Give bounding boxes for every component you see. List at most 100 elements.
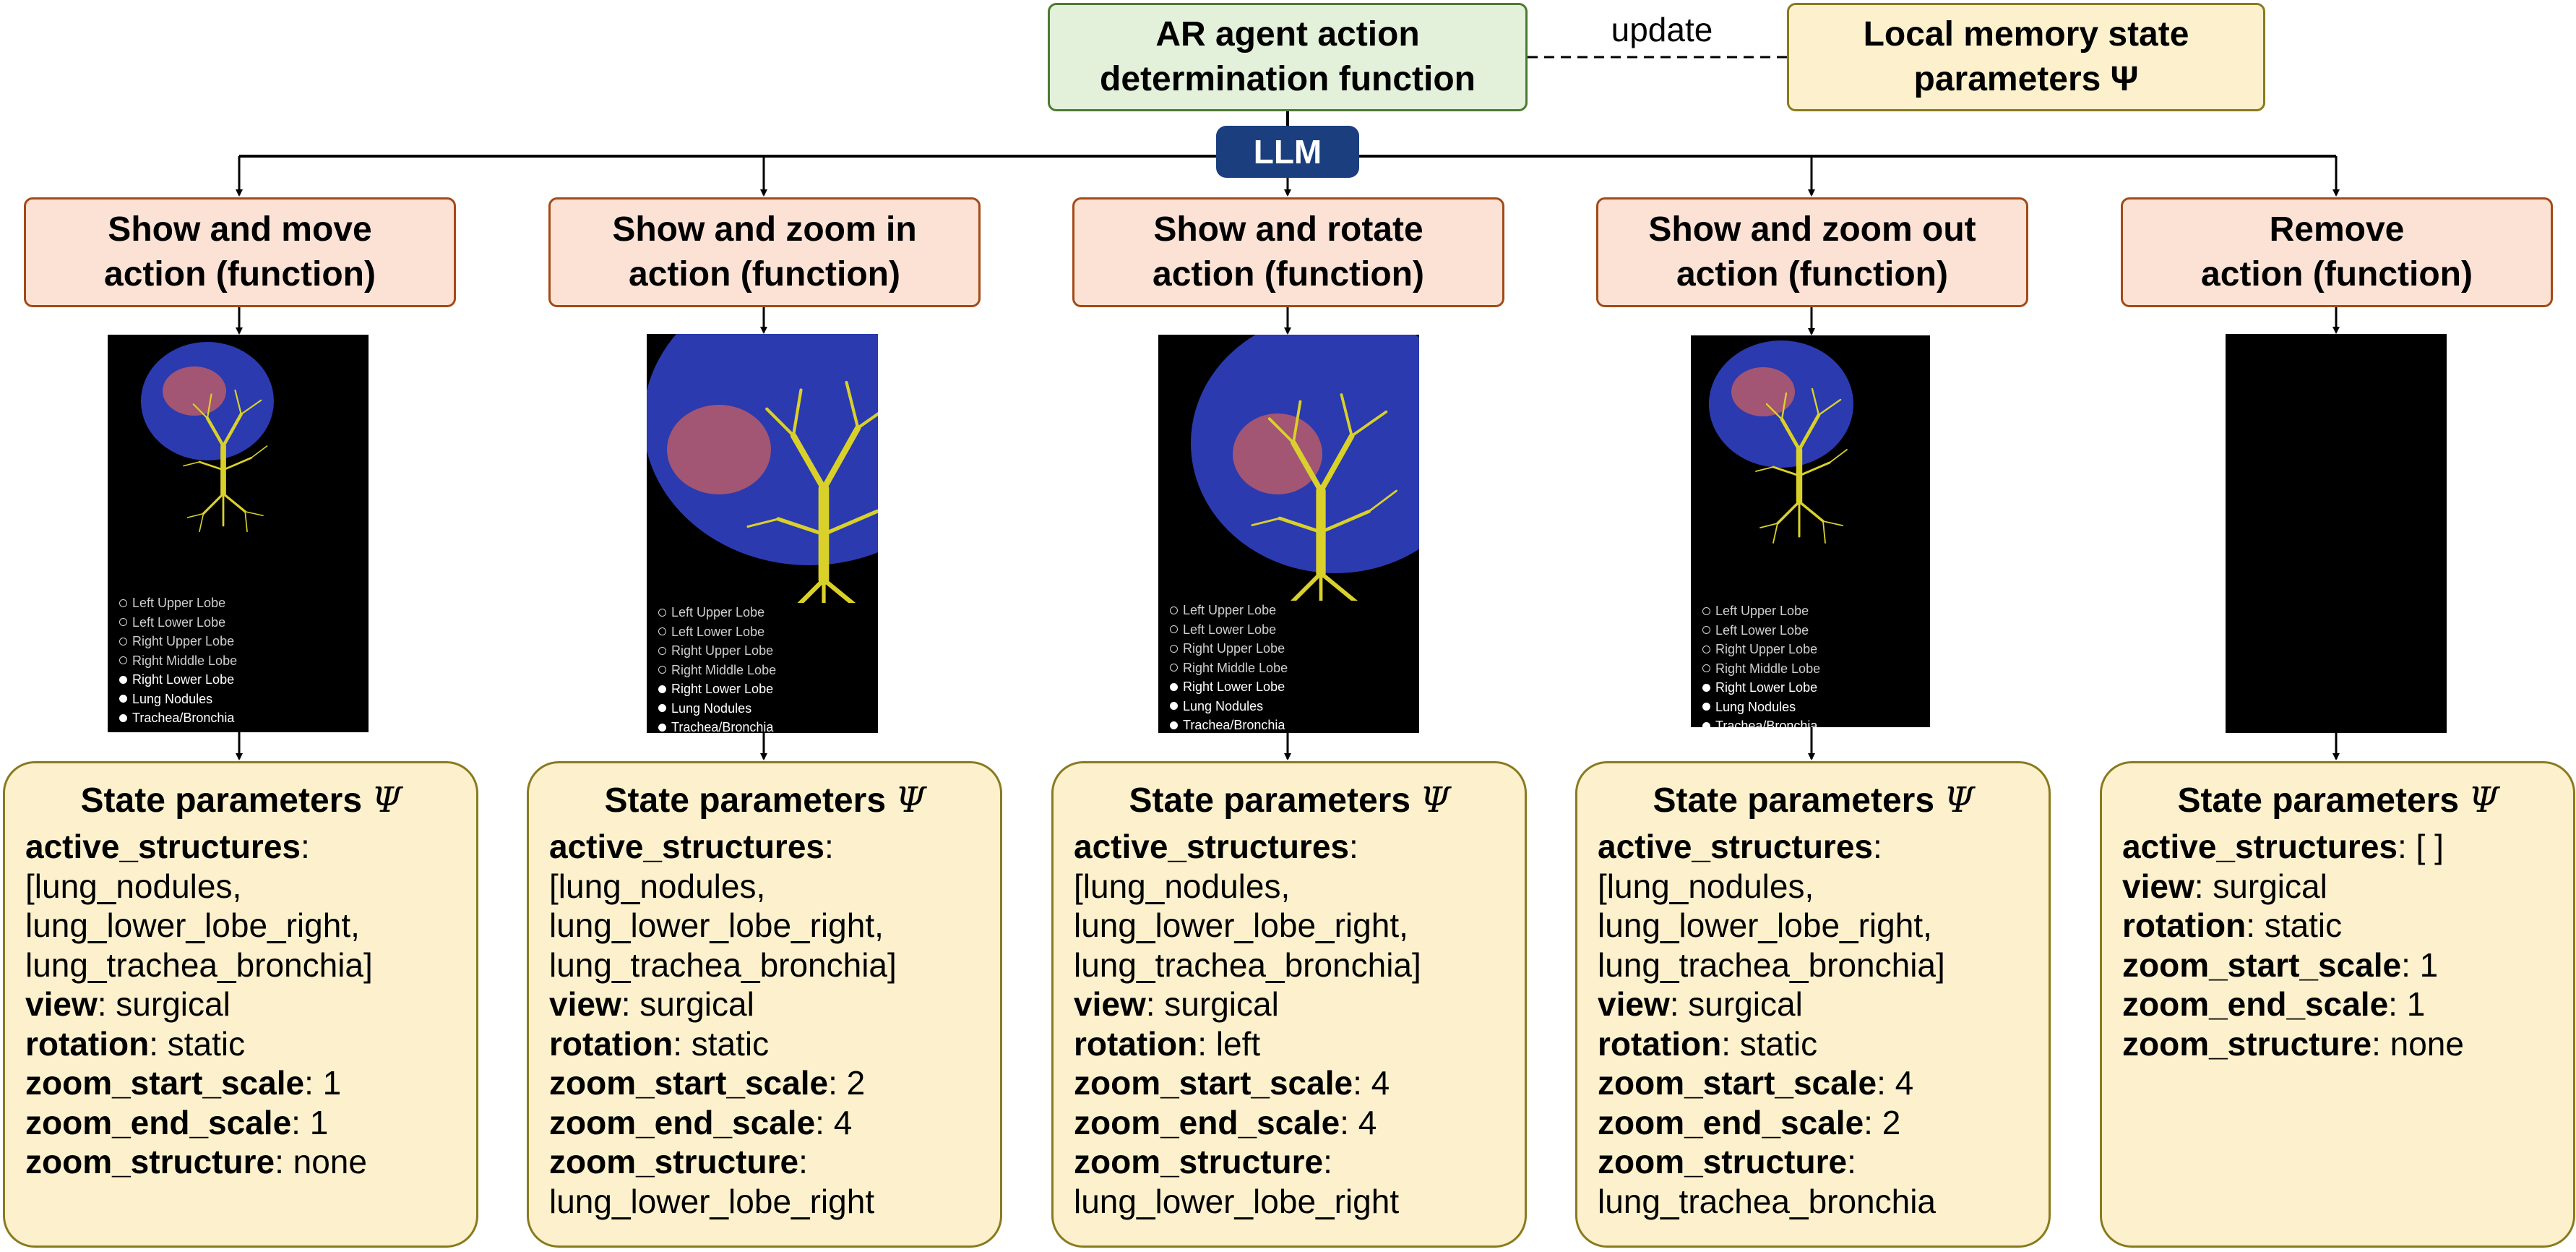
legend-item[interactable]: Right Middle Lobe xyxy=(1170,659,1288,678)
legend-item[interactable]: Lung Nodules xyxy=(658,699,776,719)
action-box-line2: action (function) xyxy=(1676,255,1948,293)
param-separator: : xyxy=(1340,1103,1349,1141)
state-parameters-title: State parameters Ψ xyxy=(549,775,981,826)
param-separator: : xyxy=(1348,828,1358,865)
param-value: lung_lower_lobe_right, xyxy=(1598,906,1932,944)
param-key: active_structures xyxy=(2122,828,2398,865)
legend-item[interactable]: Lung Nodules xyxy=(1170,697,1288,716)
param-separator: : xyxy=(304,1064,314,1102)
radio-filled-icon xyxy=(658,685,666,693)
state-param-line: zoom_end_scale: 1 xyxy=(25,1104,457,1142)
action-box-line1: Show and zoom out xyxy=(1648,210,1976,249)
legend-item[interactable]: Left Upper Lobe xyxy=(1170,601,1288,620)
legend-item[interactable]: Right Upper Lobe xyxy=(119,632,237,651)
param-value: none xyxy=(2380,1024,2464,1063)
legend-item[interactable]: Right Lower Lobe xyxy=(1170,677,1288,697)
radio-empty-icon xyxy=(1702,606,1710,615)
param-key: zoom_structure xyxy=(2122,1024,2372,1063)
legend-item[interactable]: Right Lower Lobe xyxy=(658,679,776,699)
param-key: rotation xyxy=(1074,1024,1198,1063)
radio-empty-icon xyxy=(658,608,666,617)
param-key: zoom_start_scale xyxy=(25,1064,305,1102)
action-box-line2: action (function) xyxy=(1153,255,1424,293)
radio-filled-icon xyxy=(119,713,127,722)
param-key: view xyxy=(25,985,98,1023)
legend-item[interactable]: Right Upper Lobe xyxy=(658,641,776,661)
param-key: zoom_end_scale xyxy=(1598,1103,1864,1141)
radio-filled-icon xyxy=(119,695,127,703)
radio-empty-icon xyxy=(1170,664,1178,672)
radio-filled-icon xyxy=(1702,703,1710,711)
legend-item[interactable]: Right Middle Lobe xyxy=(119,651,237,671)
psi-symbol: Ψ xyxy=(1420,780,1451,820)
state-param-line: [lung_nodules, xyxy=(1074,867,1506,906)
state-param-line: active_structures: xyxy=(1598,828,2030,866)
legend-item[interactable]: Left Upper Lobe xyxy=(658,603,776,622)
param-value: static xyxy=(1730,1024,1818,1063)
legend-item[interactable]: Right Middle Lobe xyxy=(1702,659,1820,679)
legend-item[interactable]: Right Lower Lobe xyxy=(1702,678,1820,698)
action-box-line2: action (function) xyxy=(629,255,900,293)
state-param-line: zoom_end_scale: 2 xyxy=(1598,1104,2030,1142)
state-param-line: zoom_end_scale: 1 xyxy=(2122,985,2554,1024)
legend-item[interactable]: Left Upper Lobe xyxy=(119,593,237,613)
legend-item[interactable]: Right Middle Lobe xyxy=(658,661,776,680)
memory-box-line-2: parameters Ψ xyxy=(1913,60,2139,98)
legend-item[interactable]: Lung Nodules xyxy=(119,690,237,709)
legend-item[interactable]: Lung Nodules xyxy=(1702,698,1820,717)
legend-item-label: Right Lower Lobe xyxy=(1715,680,1818,695)
state-title-text: State parameters xyxy=(1653,781,1935,820)
param-separator: : xyxy=(828,1064,837,1102)
legend-item[interactable]: Left Lower Lobe xyxy=(1702,621,1820,640)
local-memory-state-box: Local memory state parameters Ψ xyxy=(1787,3,2265,111)
legend-item-label: Trachea/Bronchia xyxy=(1715,719,1818,727)
legend-item[interactable]: Right Upper Lobe xyxy=(1702,640,1820,659)
legend-item[interactable]: Trachea/Bronchia xyxy=(119,708,237,728)
action-box-line2: action (function) xyxy=(104,255,376,293)
legend-item[interactable]: Trachea/Bronchia xyxy=(1702,716,1820,727)
legend-item[interactable]: Trachea/Bronchia xyxy=(1170,716,1288,733)
state-param-line: zoom_start_scale: 1 xyxy=(2122,946,2554,985)
state-title-text: State parameters xyxy=(1129,781,1411,820)
legend-item[interactable]: Left Lower Lobe xyxy=(658,622,776,642)
param-value: [lung_nodules, xyxy=(549,867,766,905)
param-value: [lung_nodules, xyxy=(1074,867,1291,905)
anatomy-render xyxy=(647,334,878,603)
param-value: 4 xyxy=(1348,1103,1377,1141)
param-separator: : xyxy=(1877,1064,1886,1102)
legend-item[interactable]: Left Lower Lobe xyxy=(1170,620,1288,640)
legend-item[interactable]: Trachea/Bronchia xyxy=(658,718,776,733)
state-param-line: zoom_start_scale: 4 xyxy=(1074,1064,1506,1102)
param-key: active_structures xyxy=(1074,828,1349,865)
psi-symbol: Ψ xyxy=(2468,780,2499,820)
param-separator: : xyxy=(1197,1024,1207,1063)
state-title-text: State parameters xyxy=(80,781,363,820)
state-param-line: rotation: static xyxy=(2122,906,2554,945)
legend-item[interactable]: Right Lower Lobe xyxy=(119,670,237,690)
param-separator: : xyxy=(2397,828,2407,865)
param-key: zoom_start_scale xyxy=(549,1064,829,1102)
legend-item-label: Trachea/Bronchia xyxy=(132,711,235,725)
param-value: lung_trachea_bronchia] xyxy=(1598,946,1945,984)
state-parameters-title: State parameters Ψ xyxy=(25,775,457,826)
legend-item[interactable]: Left Upper Lobe xyxy=(1702,601,1820,621)
param-separator: : xyxy=(1872,828,1882,865)
legend-item-label: Right Middle Lobe xyxy=(671,662,777,677)
state-param-line: zoom_structure: xyxy=(1074,1143,1506,1181)
legend-item[interactable]: Right Upper Lobe xyxy=(1170,639,1288,659)
radio-filled-icon xyxy=(1170,682,1178,691)
radio-empty-icon xyxy=(1170,644,1178,653)
state-param-line: zoom_structure: xyxy=(1598,1143,2030,1181)
legend-item[interactable]: Left Lower Lobe xyxy=(119,613,237,633)
param-separator: : xyxy=(2401,946,2411,984)
param-value: none xyxy=(283,1143,367,1180)
param-key: active_structures xyxy=(1598,828,1873,865)
radio-filled-icon xyxy=(658,723,666,732)
radio-empty-icon xyxy=(658,627,666,636)
